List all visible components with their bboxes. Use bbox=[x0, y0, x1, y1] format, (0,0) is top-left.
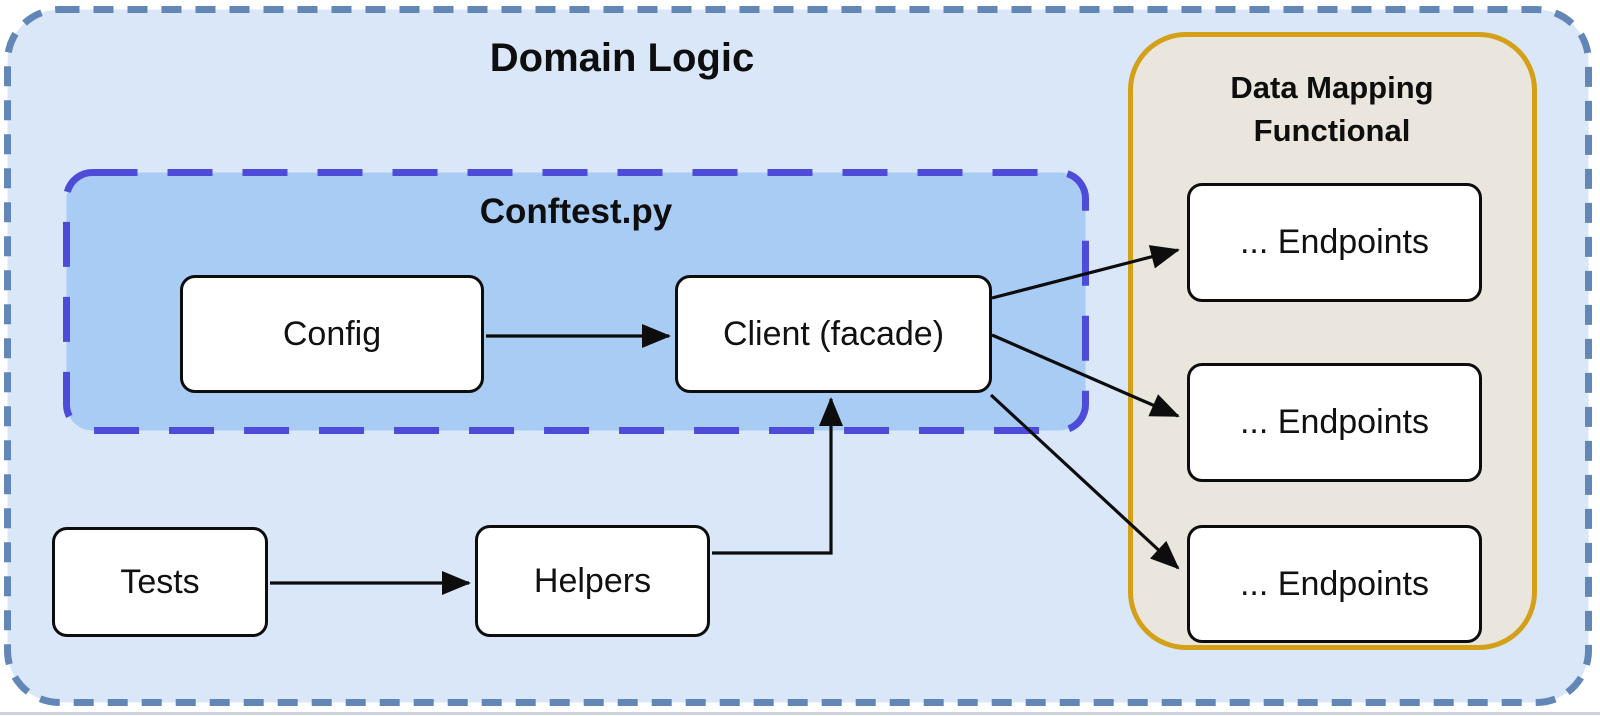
data-mapping-title: Data Mapping Functional bbox=[1230, 70, 1434, 148]
helpers-node: Helpers bbox=[475, 525, 710, 637]
config-node: Config bbox=[180, 275, 484, 393]
endpoints-node-3: ... Endpoints bbox=[1187, 525, 1482, 643]
endpoints-node-2: ... Endpoints bbox=[1187, 363, 1482, 482]
client-facade-node: Client (facade) bbox=[675, 275, 992, 393]
screenshot-bottom-edge bbox=[0, 712, 1600, 715]
conftest-title: Conftest.py bbox=[479, 192, 673, 231]
endpoints-node-1: ... Endpoints bbox=[1187, 183, 1482, 302]
domain-logic-title: Domain Logic bbox=[489, 36, 755, 80]
tests-node: Tests bbox=[52, 527, 268, 637]
